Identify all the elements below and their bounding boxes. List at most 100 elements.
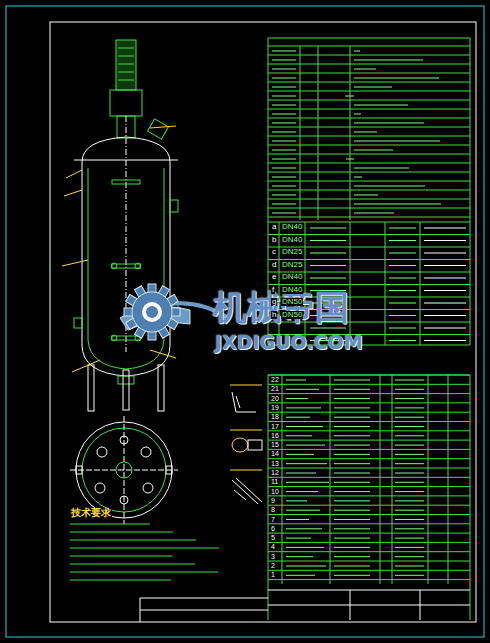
table-rule <box>70 548 219 549</box>
item-number: 7 <box>270 516 276 523</box>
table-rule <box>268 181 470 182</box>
table-rule <box>272 60 296 61</box>
table-rule <box>268 486 470 487</box>
table-rule <box>354 123 424 124</box>
table-rule <box>395 380 424 381</box>
table-rule <box>140 610 268 611</box>
table-rule <box>395 389 424 390</box>
table-rule <box>286 510 320 511</box>
item-number: 6 <box>270 525 276 532</box>
table-rule <box>354 51 360 52</box>
table-rule <box>389 265 416 266</box>
table-rule <box>428 375 429 584</box>
tables <box>140 38 470 622</box>
motor <box>110 40 142 138</box>
table-rule <box>286 407 321 408</box>
table-rule <box>424 315 466 316</box>
table-rule <box>268 82 470 83</box>
item-number: 8 <box>270 506 276 513</box>
table-rule <box>268 46 470 47</box>
table-rule <box>334 528 370 529</box>
nozzle-mark: h <box>271 311 277 319</box>
table-rule <box>395 519 424 520</box>
table-rule <box>424 253 466 254</box>
table-rule <box>279 222 280 345</box>
table-rule <box>334 463 370 464</box>
table-rule <box>395 407 424 408</box>
table-rule <box>395 398 424 399</box>
table-rule <box>424 290 466 291</box>
table-rule <box>424 265 466 266</box>
table-rule <box>334 407 370 408</box>
item-number: 5 <box>270 534 276 541</box>
item-number: 11 <box>270 478 279 485</box>
table-rule <box>354 105 408 106</box>
table-rule <box>286 445 325 446</box>
table-rule <box>345 96 354 97</box>
nozzle-mark: b <box>271 236 277 244</box>
table-rule <box>272 87 296 88</box>
table-rule <box>330 375 331 584</box>
table-rule <box>268 100 470 101</box>
table-rule <box>268 190 470 191</box>
table-rule <box>448 375 449 584</box>
table-rule <box>268 551 470 552</box>
table-rule <box>268 514 470 515</box>
nozzle-size: DN50 <box>281 311 303 319</box>
table-rule <box>272 78 296 79</box>
table-rule <box>286 380 306 381</box>
table-rule <box>272 123 296 124</box>
table-rule <box>268 523 470 524</box>
table-rule <box>389 315 416 316</box>
item-number: 16 <box>270 432 280 439</box>
table-rule <box>334 538 370 539</box>
table-rule <box>354 141 440 142</box>
table-rule <box>70 524 150 525</box>
vessel-shell <box>74 116 178 376</box>
nozzle-size: DN50 <box>281 298 303 306</box>
table-rule <box>268 402 470 403</box>
nozzle-size: DN25 <box>281 248 303 256</box>
table-rule <box>286 547 324 548</box>
table-rule <box>354 69 376 70</box>
table-rule <box>282 375 283 584</box>
table-rule <box>272 51 296 52</box>
table-rule <box>395 463 424 464</box>
item-number: 17 <box>270 423 280 430</box>
table-rule <box>389 228 416 229</box>
table-rule <box>389 340 416 341</box>
table-rule <box>354 177 362 178</box>
nozzle-size: DN40 <box>281 223 303 231</box>
table-rule <box>268 154 470 155</box>
table-rule <box>350 590 351 620</box>
table-rule <box>334 454 370 455</box>
table-rule <box>395 482 424 483</box>
table-rule <box>354 60 423 61</box>
table-rule <box>268 421 470 422</box>
nozzle-size: DN40 <box>281 273 303 281</box>
nozzle-size: DN40 <box>281 236 303 244</box>
table-rule <box>334 389 370 390</box>
table-rule <box>286 528 322 529</box>
table-rule <box>286 566 326 567</box>
table-rule <box>268 440 470 441</box>
table-rule <box>318 46 319 220</box>
table-rule <box>310 265 346 266</box>
table-rule <box>272 96 296 97</box>
table-rule <box>272 105 296 106</box>
table-rule <box>334 566 370 567</box>
table-rule <box>300 46 301 220</box>
table-rule <box>334 445 370 446</box>
table-rule <box>286 435 312 436</box>
table-rule <box>354 195 378 196</box>
table-rule <box>424 278 466 279</box>
watermark-logo <box>120 284 228 340</box>
table-rule <box>420 590 421 620</box>
table-rule <box>268 172 470 173</box>
table-rule <box>272 141 296 142</box>
table-rule <box>268 118 470 119</box>
table-rule <box>395 538 424 539</box>
item-number: 4 <box>270 543 276 550</box>
table-rule <box>268 495 470 496</box>
table-rule <box>272 69 296 70</box>
